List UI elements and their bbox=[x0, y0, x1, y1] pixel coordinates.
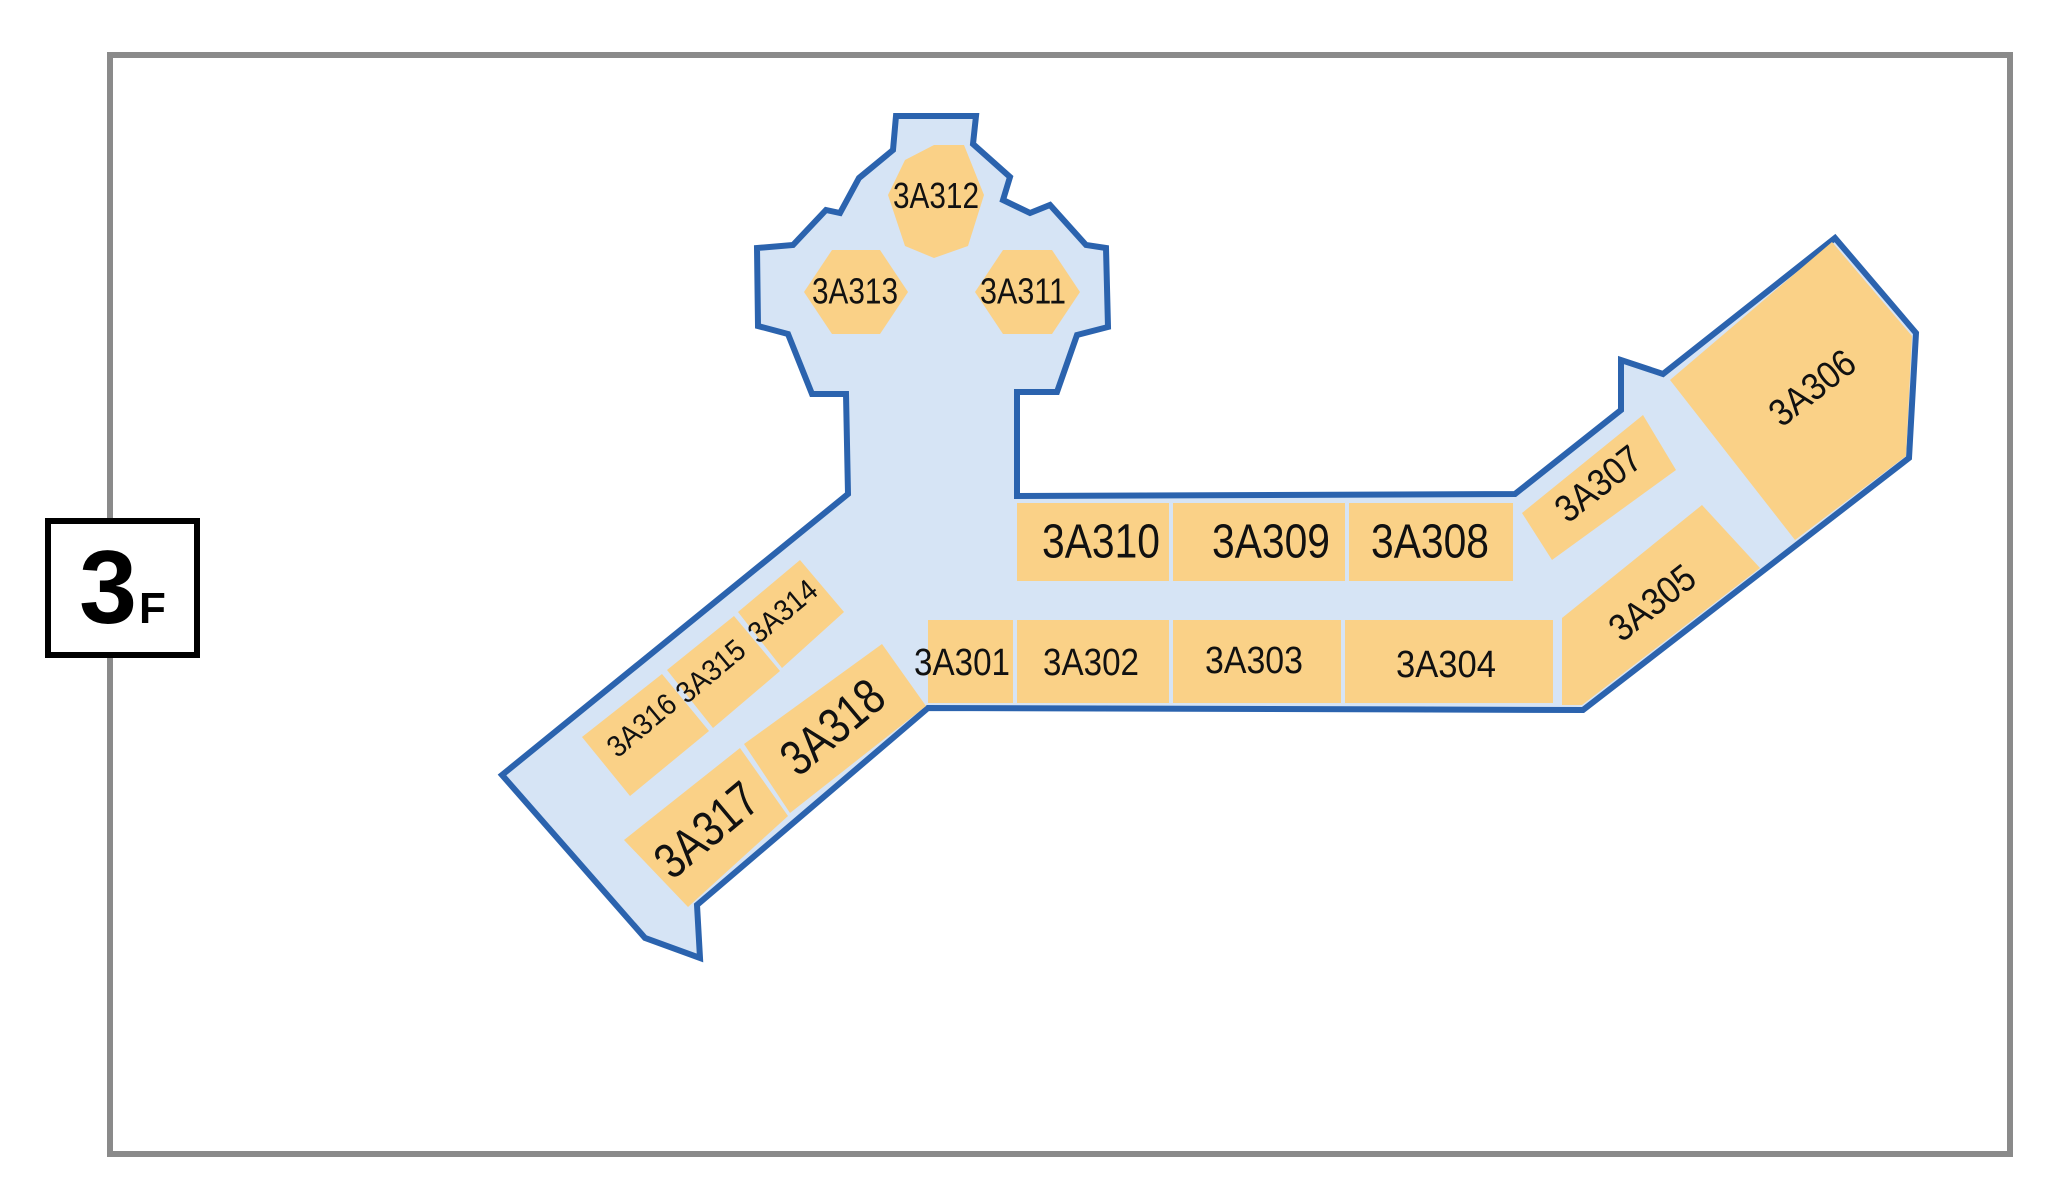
room-label-3A303: 3A303 bbox=[1205, 640, 1303, 682]
floor-suffix: F bbox=[138, 584, 166, 633]
room-label-3A304: 3A304 bbox=[1396, 644, 1496, 686]
room-3A318[interactable] bbox=[744, 644, 926, 813]
room-3A306[interactable] bbox=[1670, 242, 1912, 540]
room-3A311[interactable] bbox=[975, 250, 1080, 334]
floor-badge[interactable]: 3 F bbox=[45, 518, 200, 658]
room-3A307[interactable] bbox=[1522, 415, 1676, 560]
room-3A317[interactable] bbox=[624, 748, 788, 907]
room-label-3A312: 3A312 bbox=[893, 175, 979, 216]
room-3A302[interactable] bbox=[1017, 620, 1169, 703]
room-label-3A310: 3A310 bbox=[1042, 516, 1160, 569]
room-3A313[interactable] bbox=[804, 250, 908, 334]
room-label-3A308: 3A308 bbox=[1371, 516, 1489, 569]
room-label-3A309: 3A309 bbox=[1212, 516, 1330, 569]
room-3A305[interactable] bbox=[1562, 505, 1760, 705]
room-3A303[interactable] bbox=[1173, 620, 1341, 703]
room-label-3A313: 3A313 bbox=[812, 271, 898, 312]
room-3A301[interactable] bbox=[928, 620, 1013, 703]
room-label-3A311: 3A311 bbox=[980, 271, 1066, 312]
room-3A314[interactable] bbox=[738, 560, 844, 668]
room-3A308[interactable] bbox=[1349, 503, 1513, 581]
floor-number: 3 bbox=[79, 530, 137, 646]
room-label-3A302: 3A302 bbox=[1043, 642, 1139, 684]
room-3A316[interactable] bbox=[582, 674, 709, 796]
room-3A304[interactable] bbox=[1345, 620, 1553, 703]
room-3A315[interactable] bbox=[667, 616, 780, 728]
room-label-3A301: 3A301 bbox=[914, 642, 1010, 684]
room-3A312[interactable] bbox=[888, 145, 984, 258]
room-3A309[interactable] bbox=[1173, 503, 1345, 581]
room-3A310[interactable] bbox=[1017, 503, 1169, 581]
